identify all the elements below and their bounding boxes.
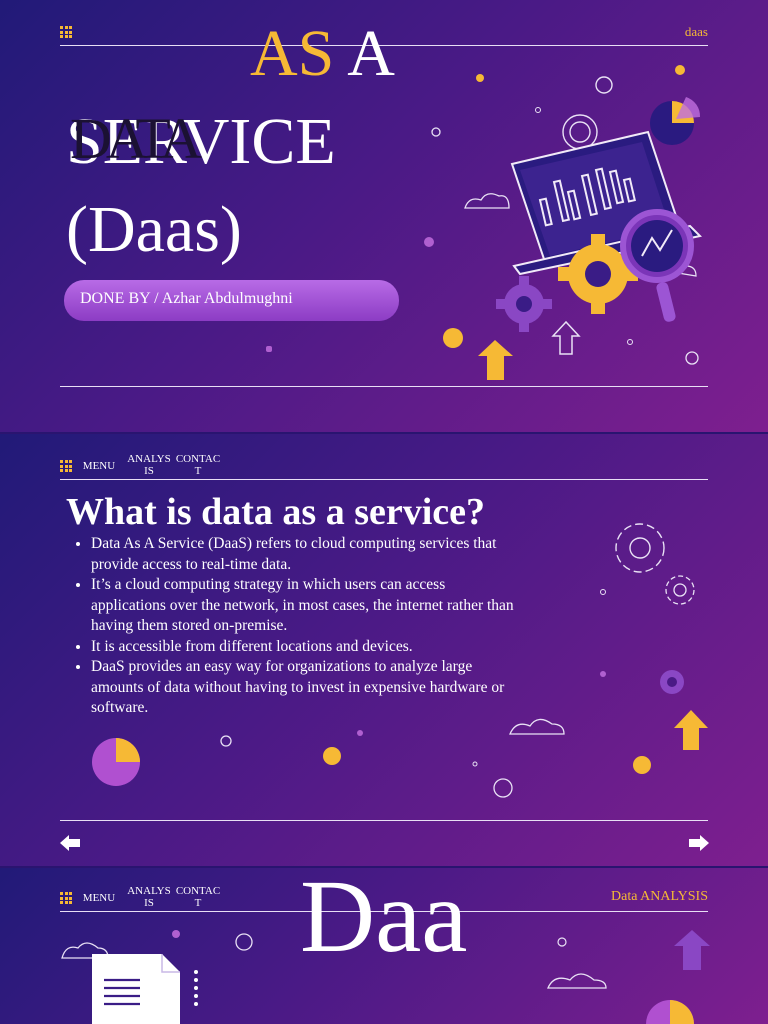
arrow-left-icon[interactable] — [60, 835, 82, 851]
list-item: It’s a cloud computing strategy in which… — [91, 575, 521, 637]
top-right-label: Data ANALYSIS — [611, 889, 708, 904]
arrow-up-icon — [551, 320, 581, 355]
decor-illustrations — [92, 523, 708, 798]
author-text: DONE BY / Azhar Abdulmughni — [80, 290, 293, 307]
gear-icon — [660, 670, 684, 694]
gear-icon — [615, 523, 665, 573]
top-divider — [60, 45, 708, 46]
list-item: It is accessible from different location… — [91, 637, 521, 658]
slide-title: daas AS A SERVICE DATA (Daas) DONE BY / … — [0, 0, 768, 432]
cloud-icon — [547, 973, 607, 989]
pie-chart-icon — [650, 97, 701, 145]
arrow-right-icon[interactable] — [687, 835, 709, 851]
list-item: Data As A Service (DaaS) refers to cloud… — [91, 534, 521, 575]
gear-icon — [496, 276, 552, 332]
title-line-daas: (Daas) — [66, 193, 242, 266]
cloud-icon — [61, 942, 109, 959]
grid-menu-icon[interactable] — [60, 460, 72, 472]
nav-menu[interactable]: MENU — [82, 460, 116, 472]
nav-analysis[interactable]: ANALYS IS — [127, 453, 171, 477]
pie-chart-icon — [646, 1000, 694, 1024]
laptop-analytics-illustration — [424, 65, 703, 380]
slide-daas-analysis: MENU ANALYS IS CONTAC T Data ANALYSIS Da… — [0, 868, 768, 1024]
gear-icon — [558, 234, 638, 314]
grid-menu-icon[interactable] — [60, 892, 72, 904]
arrow-up-icon — [674, 930, 710, 970]
nav-contact[interactable]: CONTAC T — [175, 885, 221, 909]
cloud-icon — [464, 193, 510, 209]
arrow-up-icon — [478, 340, 513, 380]
slide-heading: What is data as a service? — [66, 491, 486, 533]
big-title: Daa — [300, 868, 468, 974]
slide-what-is-daas: MENU ANALYS IS CONTAC T What is data as … — [0, 434, 768, 866]
document-icon — [92, 954, 180, 1024]
pie-chart-icon — [92, 738, 140, 786]
bottom-divider — [60, 386, 708, 387]
list-item: DaaS provides an easy way for organizati… — [91, 657, 521, 719]
title-line-as-a: AS A — [250, 17, 395, 90]
title-line-data: DATA — [70, 106, 202, 171]
nav-contact[interactable]: CONTAC T — [175, 453, 221, 477]
title-line-service: SERVICE — [66, 105, 336, 178]
arrow-up-icon — [674, 710, 708, 750]
top-divider — [60, 479, 708, 480]
decor-illustrations — [61, 930, 710, 1024]
top-right-label: daas — [684, 24, 708, 39]
bullet-list: Data As A Service (DaaS) refers to cloud… — [66, 534, 521, 719]
nav-menu[interactable]: MENU — [82, 892, 116, 904]
nav-analysis[interactable]: ANALYS IS — [127, 885, 171, 909]
magnifier-icon — [620, 209, 694, 322]
author-pill — [64, 280, 399, 321]
decor-dot — [266, 346, 272, 352]
top-divider — [60, 911, 708, 912]
bottom-divider — [60, 820, 708, 821]
grid-menu-icon[interactable] — [60, 26, 72, 38]
gear-icon — [562, 114, 598, 150]
gear-icon — [665, 575, 695, 605]
cloud-icon — [509, 718, 565, 735]
